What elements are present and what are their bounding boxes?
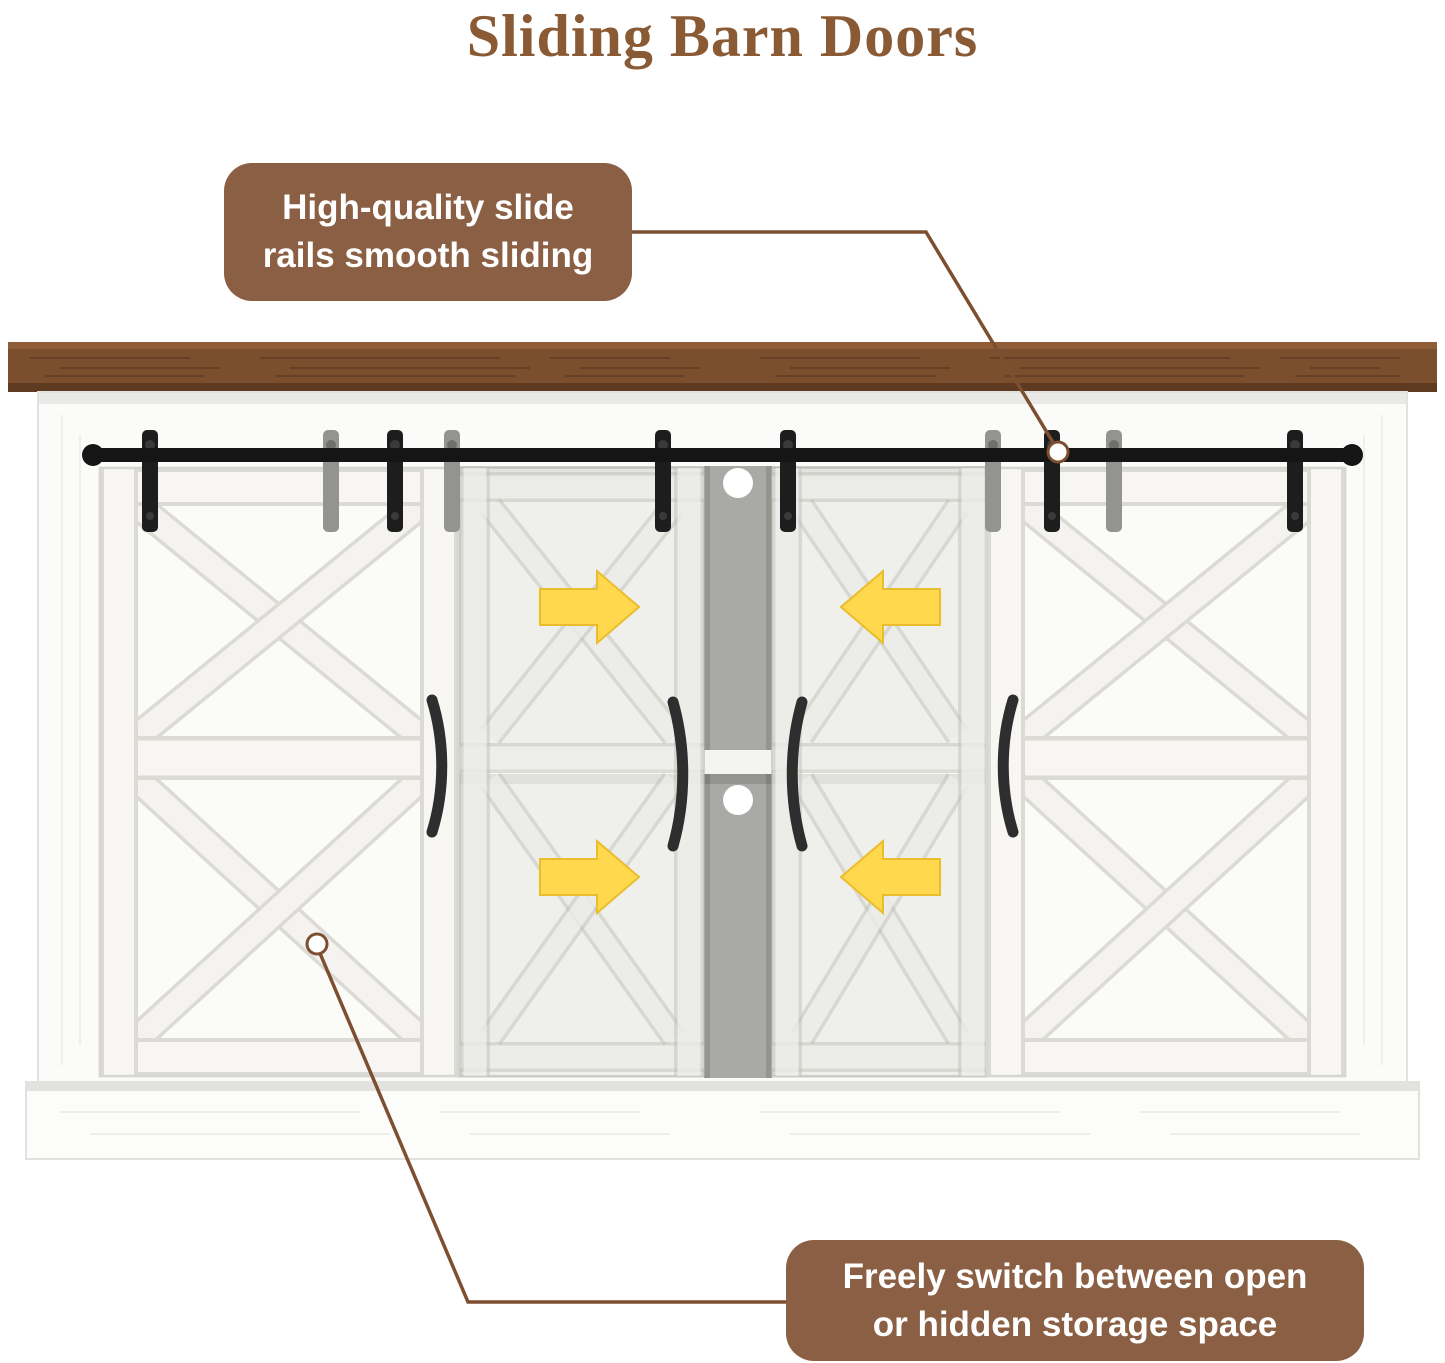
bottom-leader-dot-icon: [305, 932, 329, 956]
slide-arrow-left-icon: [839, 838, 941, 916]
callout-text-line: Freely switch between open: [842, 1256, 1308, 1296]
callout-slide-rails: High-quality slide rails smooth sliding: [224, 163, 632, 301]
door-handle: [997, 694, 1019, 838]
cable-hole-bottom: [723, 785, 753, 815]
cable-hole-top: [723, 468, 753, 498]
base-plinth: [25, 1081, 1420, 1160]
callout-text-line: or hidden storage space: [872, 1304, 1278, 1344]
rail-end-cap-right: [1341, 444, 1363, 466]
slide-arrow-right-icon: [539, 838, 641, 916]
page-title: Sliding Barn Doors: [466, 3, 979, 69]
door-handle: [667, 696, 689, 852]
barn-door-left: [98, 466, 460, 1078]
top-leader-dot-icon: [1046, 440, 1070, 464]
door-handle: [426, 694, 448, 838]
callout-storage-space: Freely switch between open or hidden sto…: [786, 1240, 1364, 1361]
slide-arrows: [539, 568, 941, 916]
ghost-door-left: [459, 467, 705, 1077]
slide-rail-assembly: [82, 430, 1363, 532]
callout-leaders: [305, 230, 1070, 1304]
slide-arrow-right-icon: [539, 568, 641, 646]
bottom-leader-line: [317, 950, 788, 1304]
slide-rail: [86, 448, 1359, 462]
callout-text-line: High-quality slide: [282, 188, 574, 228]
wood-top: [8, 342, 1437, 392]
door-handle: [786, 696, 808, 852]
barn-door-right: [985, 466, 1347, 1078]
door-handles: [426, 694, 1019, 852]
rail-end-cap-left: [82, 444, 104, 466]
top-leader-line: [630, 230, 1059, 450]
callout-text-line: rails smooth sliding: [262, 236, 594, 275]
slide-arrow-left-icon: [839, 568, 941, 646]
ghost-door-right: [771, 467, 989, 1077]
